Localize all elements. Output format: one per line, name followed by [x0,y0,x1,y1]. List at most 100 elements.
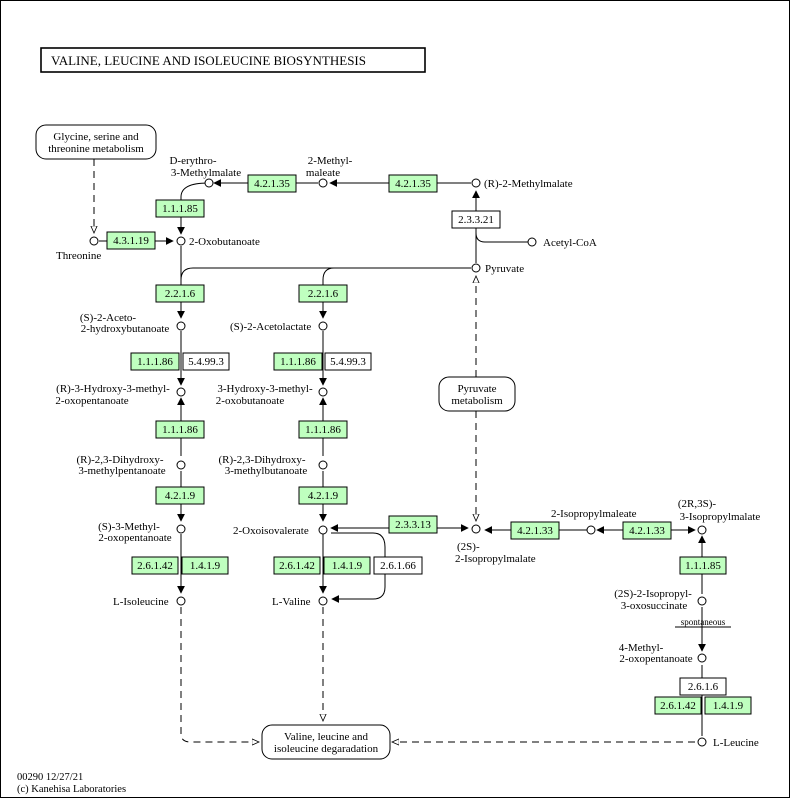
enzyme-1-1-1-86[interactable]: 1.1.1.86 [130,352,180,371]
compound-2-methylmaleate[interactable]: 2-Methyl- maleate [306,155,353,188]
map-label-line: threonine metabolism [48,143,144,155]
compound-s-2-acetolactate[interactable]: (S)-2-Acetolactate [230,321,328,333]
compound-2-oxobutanoate[interactable]: 2-Oxobutanoate [176,236,260,248]
enzyme-1-4-1-9[interactable]: 1.4.1.9 [181,556,229,575]
enzyme-4-2-1-35[interactable]: 4.2.1.35 [247,174,297,193]
svg-text:1.1.1.86: 1.1.1.86 [280,356,316,368]
compound-threonine[interactable]: Threonine [56,236,101,262]
svg-text:2-oxopentanoate: 2-oxopentanoate [55,395,128,407]
map-label-line: Valine, leucine and [284,731,368,743]
svg-text:4.2.1.9: 4.2.1.9 [165,490,196,502]
svg-text:Pyruvate: Pyruvate [485,263,524,275]
svg-text:5.4.99.3: 5.4.99.3 [188,356,224,368]
footer-copyright: (c) Kanehisa Laboratories [17,784,126,795]
svg-text:2.6.1.42: 2.6.1.42 [279,560,315,572]
svg-text:(R)-3-Hydroxy-3-methyl-: (R)-3-Hydroxy-3-methyl- [56,383,170,395]
compound-l-isoleucine[interactable]: L-Isoleucine [113,596,186,608]
enzyme-1-1-1-85[interactable]: 1.1.1.85 [155,199,205,218]
compound-r-2-3-dihydroxy-3-methylbutanoate[interactable]: (R)-2,3-Dihydroxy- 3-methylbutanoate [218,454,328,477]
svg-text:4.2.1.35: 4.2.1.35 [254,178,290,190]
svg-text:L-Valine: L-Valine [272,596,311,608]
enzyme-2-6-1-42[interactable]: 2.6.1.42 [131,556,179,575]
svg-text:Acetyl-CoA: Acetyl-CoA [543,237,597,249]
compound-r-2-methylmalate[interactable]: (R)-2-Methylmalate [471,178,573,190]
compound-2s-2-isopropyl-3-oxosuccinate[interactable]: (2S)-2-Isopropyl- 3-oxosuccinate [614,588,707,612]
enzyme-1-1-1-86[interactable]: 1.1.1.86 [273,352,323,371]
enzyme-4-2-1-9[interactable]: 4.2.1.9 [155,486,205,505]
enzyme-2-6-1-66[interactable]: 2.6.1.66 [373,556,423,575]
svg-text:(R)-2,3-Dihydroxy-: (R)-2,3-Dihydroxy- [218,454,305,466]
map-label-line: isoleucine degaradation [274,743,379,755]
compound-l-leucine[interactable]: L-Leucine [697,737,759,749]
compound-2-oxoisovalerate[interactable]: 2-Oxoisovalerate [233,525,328,537]
enzyme-2-6-1-6[interactable]: 2.6.1.6 [679,677,727,696]
svg-text:4.3.1.19: 4.3.1.19 [113,235,149,247]
map-label-line: Glycine, serine and [53,131,139,143]
enzyme-2-2-1-6[interactable]: 2.2.1.6 [298,284,348,303]
svg-text:(2R,3S)-: (2R,3S)- [678,498,717,510]
svg-text:D-erythro-: D-erythro- [169,155,216,167]
svg-text:1.1.1.86: 1.1.1.86 [137,356,173,368]
enzyme-5-4-99-3[interactable]: 5.4.99.3 [324,352,372,371]
compound-2r-3s-3-isopropylmalate[interactable]: (2R,3S)- 3-Isopropylmalate [678,498,761,535]
compound-r-2-3-dihydroxy-3-methylpentanoate[interactable]: (R)-2,3-Dihydroxy- 3-methylpentanoate [76,454,186,477]
compound-d-erythro-3-methylmalate[interactable]: D-erythro- 3-Methylmalate [169,155,241,188]
enzyme-2-6-1-42[interactable]: 2.6.1.42 [654,696,702,715]
pathway-title: VALINE, LEUCINE AND ISOLEUCINE BIOSYNTHE… [51,53,366,68]
svg-text:L-Isoleucine: L-Isoleucine [113,596,169,608]
reaction-lines [94,159,706,742]
svg-text:2.6.1.42: 2.6.1.42 [137,560,173,572]
svg-text:2.6.1.66: 2.6.1.66 [380,560,416,572]
enzyme-2-3-3-21[interactable]: 2.3.3.21 [451,210,501,229]
compound-r-3-hydroxy-3-methyl-2-oxopentanoate[interactable]: (R)-3-Hydroxy-3-methyl- 2-oxopentanoate [55,383,186,407]
map-link-glycine-serine-threonine[interactable]: Glycine, serine and threonine metabolism [35,124,157,160]
spontaneous-label: spontaneous [681,617,726,627]
compound-acetyl-coa[interactable]: Acetyl-CoA [527,237,597,249]
svg-text:(S)-3-Methyl-: (S)-3-Methyl- [98,521,160,533]
enzyme-2-6-1-42[interactable]: 2.6.1.42 [273,556,321,575]
svg-text:3-oxosuccinate: 3-oxosuccinate [621,600,688,612]
map-link-bcaa-degradation[interactable]: Valine, leucine and isoleucine degaradat… [261,724,391,760]
svg-text:1.1.1.85: 1.1.1.85 [162,203,198,215]
enzyme-4-2-1-9[interactable]: 4.2.1.9 [298,486,348,505]
map-label-line: metabolism [451,395,503,407]
enzyme-4-3-1-19[interactable]: 4.3.1.19 [106,231,156,250]
enzyme-1-1-1-85[interactable]: 1.1.1.85 [679,556,727,575]
compound-s-2-aceto-2-hydroxybutanoate[interactable]: (S)-2-Aceto- 2-hydroxybutanoate [80,312,186,335]
svg-text:(R)-2-Methylmalate: (R)-2-Methylmalate [484,178,573,190]
svg-text:Threonine: Threonine [56,250,101,262]
enzyme-1-4-1-9[interactable]: 1.4.1.9 [704,696,752,715]
compound-3-hydroxy-3-methyl-2-oxobutanoate[interactable]: 3-Hydroxy-3-methyl- 2-oxobutanoate [216,383,328,407]
svg-text:4.2.1.35: 4.2.1.35 [395,178,431,190]
compound-4-methyl-2-oxopentanoate[interactable]: 4-Methyl- 2-oxopentanoate [619,642,707,665]
svg-text:3-Isopropylmalate: 3-Isopropylmalate [680,511,761,523]
enzyme-4-2-1-33[interactable]: 4.2.1.33 [622,521,672,540]
compound-2-isopropylmaleate[interactable]: 2-Isopropylmaleate [551,508,637,535]
enzyme-1-1-1-86[interactable]: 1.1.1.86 [155,420,205,439]
enzyme-1-4-1-9[interactable]: 1.4.1.9 [323,556,371,575]
enzyme-5-4-99-3[interactable]: 5.4.99.3 [182,352,230,371]
compound-2s-2-isopropylmalate[interactable]: (2S)- 2-Isopropylmalate [455,524,536,565]
svg-text:(S)-2-Acetolactate: (S)-2-Acetolactate [230,321,311,333]
compound-pyruvate[interactable]: Pyruvate [471,263,524,275]
svg-text:(2S)-: (2S)- [457,541,480,553]
map-label-line: Pyruvate [457,383,496,395]
svg-text:2-oxopentanoate: 2-oxopentanoate [619,653,692,665]
enzyme-4-2-1-33[interactable]: 4.2.1.33 [510,521,560,540]
compound-l-valine[interactable]: L-Valine [272,596,328,608]
svg-text:1.4.1.9: 1.4.1.9 [713,700,744,712]
svg-text:(S)-2-Aceto-: (S)-2-Aceto- [80,312,137,324]
enzyme-4-2-1-35[interactable]: 4.2.1.35 [388,174,438,193]
svg-text:L-Leucine: L-Leucine [713,737,759,749]
enzyme-2-3-3-13[interactable]: 2.3.3.13 [388,515,438,534]
footer-code: 00290 12/27/21 [17,772,83,783]
compound-s-3-methyl-2-oxopentanoate[interactable]: (S)-3-Methyl- 2-oxopentanoate [98,521,186,544]
enzyme-2-2-1-6[interactable]: 2.2.1.6 [155,284,205,303]
svg-text:1.1.1.85: 1.1.1.85 [685,560,721,572]
svg-text:2.3.3.21: 2.3.3.21 [458,214,494,226]
enzyme-1-1-1-86[interactable]: 1.1.1.86 [298,420,348,439]
svg-text:(R)-2,3-Dihydroxy-: (R)-2,3-Dihydroxy- [76,454,163,466]
map-link-pyruvate-metabolism[interactable]: Pyruvate metabolism [438,376,516,412]
